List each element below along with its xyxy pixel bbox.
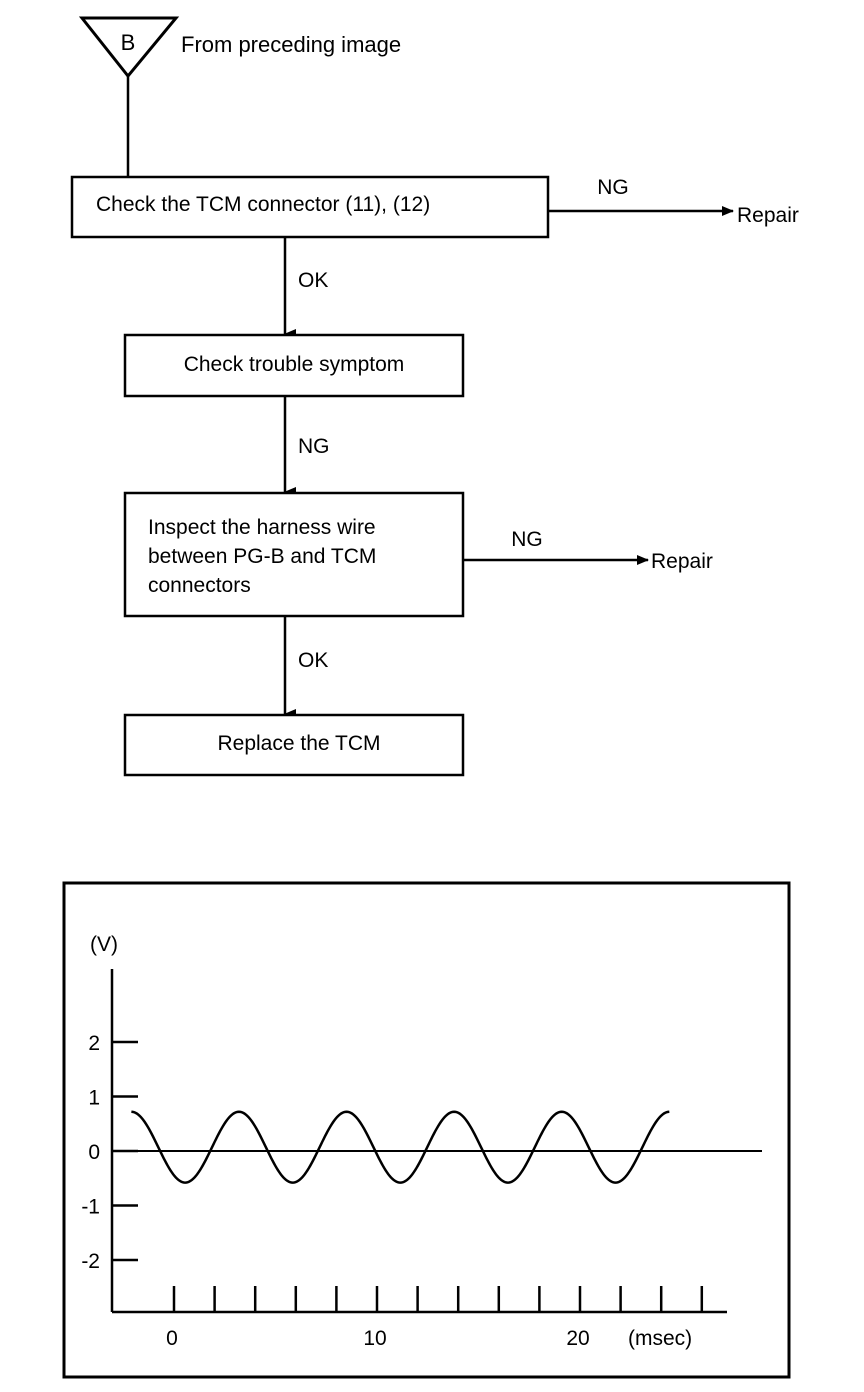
step-check-tcm-connector-label: Check the TCM connector (11), (12) — [96, 193, 430, 216]
chart-frame — [62, 881, 791, 1379]
step-inspect-harness-label: Inspect the harness wire between PG-B an… — [148, 516, 382, 597]
connector-caption: From preceding image — [181, 32, 401, 57]
x-axis-unit-label: (msec) — [628, 1327, 692, 1350]
step-inspect-harness — [123, 491, 465, 618]
step-replace-tcm-label: Replace the TCM — [217, 732, 380, 755]
y-tick-label: 0 — [88, 1141, 100, 1164]
x-tick-label: 20 — [566, 1327, 589, 1350]
y-tick-label: 1 — [88, 1087, 100, 1110]
step-check-tcm-connector — [70, 175, 550, 239]
offpage-connector-b: B — [78, 16, 180, 79]
flowchart: B From preceding image Check the TCM con… — [70, 16, 799, 777]
step1-ng-label: NG — [597, 176, 629, 199]
x-ticks: 0 10 20 — [166, 1286, 704, 1350]
y-axis-unit-label: (V) — [90, 933, 118, 956]
connector-letter: B — [121, 30, 136, 55]
x-tick-label: 0 — [166, 1327, 178, 1350]
step3-ng-label: NG — [511, 528, 543, 551]
step-check-trouble-symptom — [123, 333, 465, 398]
y-ticks: 2 1 0 -1 -2 — [81, 1032, 138, 1273]
step2-ng-label: NG — [298, 435, 330, 458]
signal-waveform — [131, 1110, 670, 1184]
x-tick-label: 10 — [363, 1327, 386, 1350]
step1-repair-label: Repair — [737, 204, 799, 227]
y-tick-label: -2 — [81, 1250, 100, 1273]
step-inspect-harness-line-1: Inspect the harness wire — [148, 516, 376, 539]
step-replace-tcm — [123, 713, 465, 777]
step-inspect-harness-line-2: between PG-B and TCM — [148, 545, 376, 568]
step3-repair-label: Repair — [651, 550, 713, 573]
step-check-trouble-symptom-label: Check trouble symptom — [184, 353, 405, 376]
step1-ok-label: OK — [298, 269, 328, 292]
y-tick-label: -1 — [81, 1196, 100, 1219]
step-inspect-harness-line-3: connectors — [148, 574, 251, 597]
y-tick-label: 2 — [88, 1032, 100, 1055]
step3-ok-label: OK — [298, 649, 328, 672]
